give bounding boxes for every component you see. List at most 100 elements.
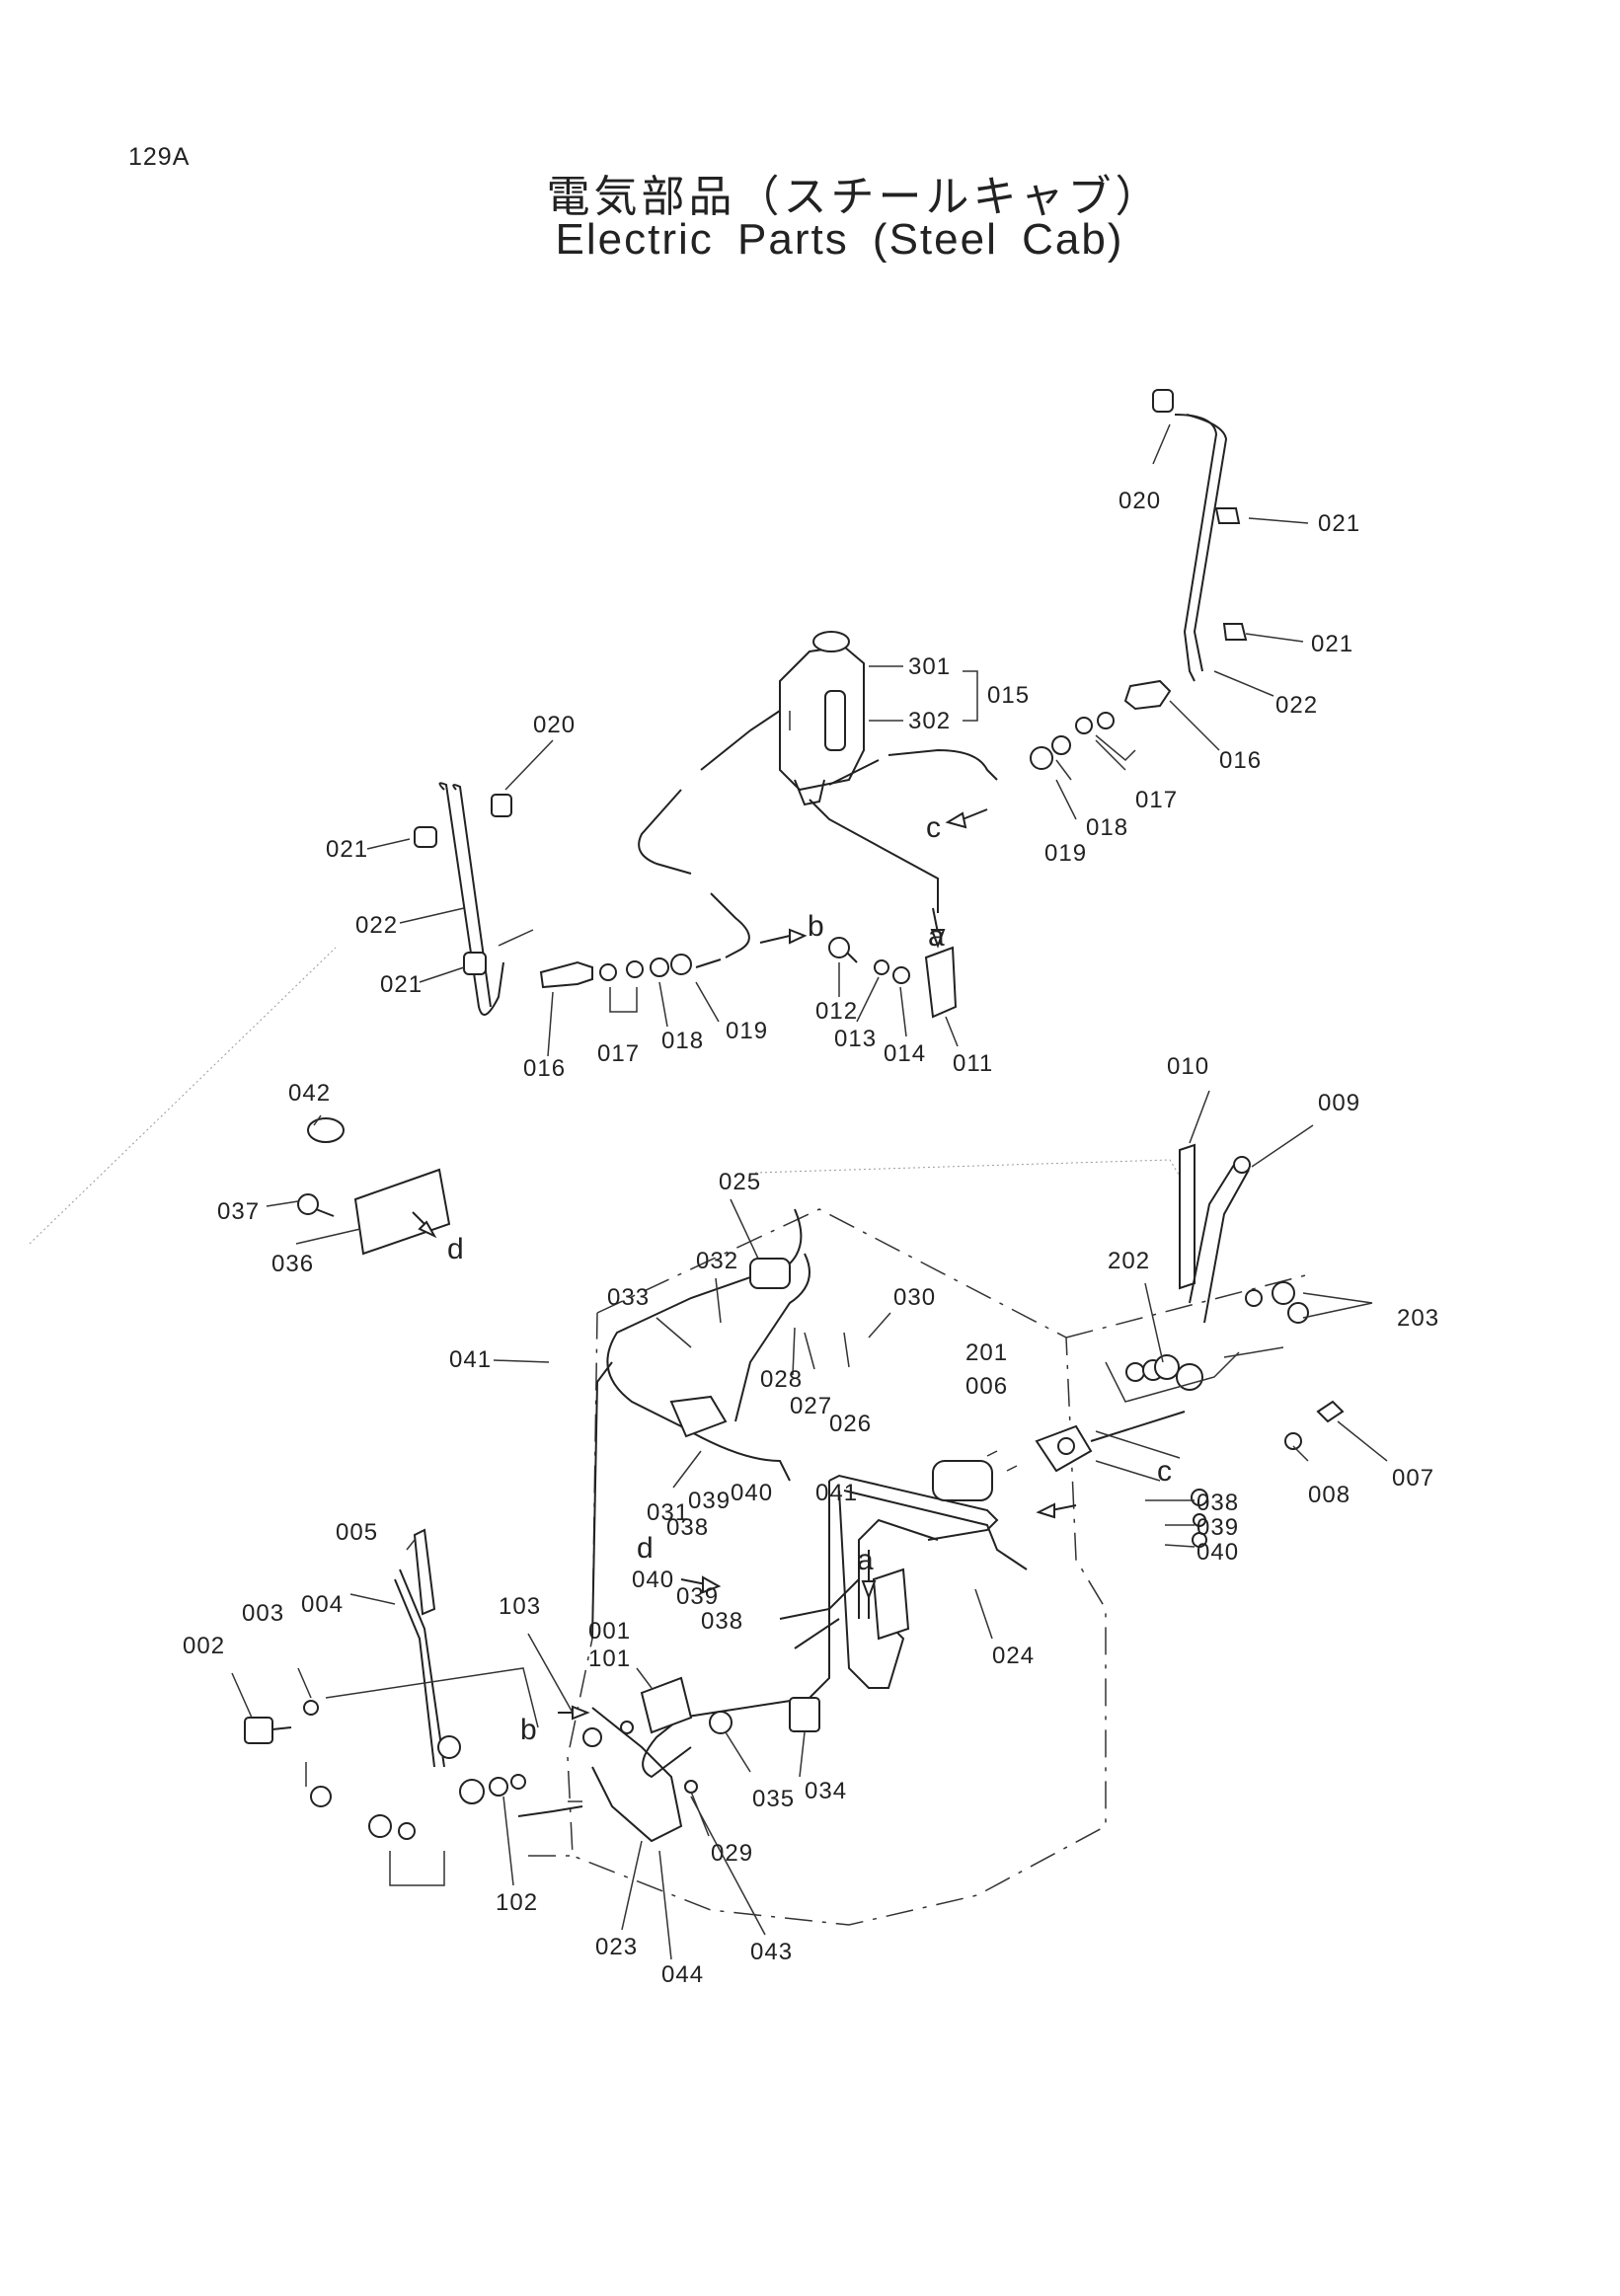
label-038: 038 xyxy=(666,1514,709,1541)
label-043: 043 xyxy=(750,1939,793,1965)
tank-cap xyxy=(812,631,850,652)
label-021: 021 xyxy=(326,836,368,863)
label-021: 021 xyxy=(1311,631,1353,657)
label-031: 031 xyxy=(647,1499,689,1526)
label-040: 040 xyxy=(731,1480,773,1506)
ref-d: d xyxy=(637,1532,654,1565)
label-007: 007 xyxy=(1392,1465,1434,1492)
label-027: 027 xyxy=(790,1393,832,1419)
label-026: 026 xyxy=(829,1411,872,1437)
label-020: 020 xyxy=(1119,488,1161,514)
washer-nozzle-right xyxy=(1123,679,1172,711)
title-english: Electric Parts (Steel Cab) xyxy=(555,215,1124,264)
label-017: 017 xyxy=(1135,787,1178,813)
label-040: 040 xyxy=(632,1567,674,1593)
label-202: 202 xyxy=(1108,1248,1150,1274)
label-008: 008 xyxy=(1308,1482,1350,1508)
page-number: 129A xyxy=(128,143,191,171)
label-029: 029 xyxy=(711,1840,753,1867)
label-018: 018 xyxy=(1086,814,1128,841)
label-039: 039 xyxy=(1196,1514,1239,1541)
label-039: 039 xyxy=(688,1488,731,1514)
nozzle-clip-left xyxy=(414,826,437,848)
ref-a: a xyxy=(857,1544,874,1576)
wiper-blade-005 xyxy=(413,1528,436,1616)
bolt-002 xyxy=(244,1717,273,1744)
label-039: 039 xyxy=(676,1583,719,1610)
label-040: 040 xyxy=(1196,1539,1239,1566)
ref-d: d xyxy=(447,1233,464,1265)
front-wiper-linkage xyxy=(568,1676,733,1843)
label-019: 019 xyxy=(726,1018,768,1044)
label-024: 024 xyxy=(992,1643,1035,1669)
label-021: 021 xyxy=(1318,510,1360,537)
label-301: 301 xyxy=(908,653,951,680)
label-020: 020 xyxy=(533,712,576,738)
label-016: 016 xyxy=(523,1055,566,1082)
part-labels: 020 021 021 022 016 017 018 019 301 302 … xyxy=(183,488,1438,1988)
label-033: 033 xyxy=(607,1284,650,1311)
label-032: 032 xyxy=(696,1248,738,1274)
label-001: 001 xyxy=(588,1618,631,1645)
label-028: 028 xyxy=(760,1366,803,1393)
washer-nozzle-left xyxy=(539,960,593,989)
right-wiper-arm xyxy=(1105,1143,1373,1548)
label-021: 021 xyxy=(380,971,423,998)
label-034: 034 xyxy=(805,1778,847,1804)
reference-letters: a a b b c c d d xyxy=(447,811,1172,1746)
relay-025 xyxy=(749,1258,791,1289)
interior-wiring xyxy=(591,1208,1028,1779)
label-302: 302 xyxy=(908,708,951,734)
label-002: 002 xyxy=(183,1633,225,1659)
label-009: 009 xyxy=(1318,1090,1360,1116)
label-015: 015 xyxy=(987,682,1030,709)
label-022: 022 xyxy=(355,912,398,939)
label-201: 201 xyxy=(965,1339,1008,1366)
label-035: 035 xyxy=(752,1786,795,1812)
washer-tank xyxy=(779,631,998,913)
label-012: 012 xyxy=(815,998,858,1025)
label-041: 041 xyxy=(815,1480,858,1506)
label-044: 044 xyxy=(661,1961,704,1988)
label-016: 016 xyxy=(1219,747,1262,774)
label-023: 023 xyxy=(595,1934,638,1960)
ref-c: c xyxy=(1157,1455,1172,1488)
left-wiper-arm xyxy=(244,1528,583,1886)
tank-bracket xyxy=(828,937,958,1019)
leader-lines xyxy=(231,423,1388,1960)
label-038: 038 xyxy=(701,1608,743,1635)
ref-b: b xyxy=(808,910,824,943)
label-036: 036 xyxy=(271,1251,314,1277)
label-011: 011 xyxy=(953,1050,993,1077)
label-010: 010 xyxy=(1167,1053,1209,1080)
ref-a: a xyxy=(928,920,945,953)
label-017: 017 xyxy=(597,1040,640,1067)
reference-arrows xyxy=(412,808,1077,1721)
left-washer-pipe-assembly xyxy=(414,710,781,1016)
label-014: 014 xyxy=(884,1040,926,1067)
label-006: 006 xyxy=(965,1373,1008,1400)
label-103: 103 xyxy=(499,1593,541,1620)
ref-c: c xyxy=(926,811,941,844)
label-102: 102 xyxy=(496,1889,538,1916)
label-025: 025 xyxy=(719,1169,761,1195)
cover-plate-036 xyxy=(297,1117,451,1256)
right-washer-pipe-assembly xyxy=(1030,389,1248,770)
label-041: 041 xyxy=(449,1346,492,1373)
label-004: 004 xyxy=(301,1591,344,1618)
label-042: 042 xyxy=(288,1080,331,1107)
grommet-034 xyxy=(789,1697,820,1732)
label-005: 005 xyxy=(336,1519,378,1546)
label-037: 037 xyxy=(217,1198,260,1225)
bracket-043 xyxy=(872,1568,910,1641)
label-101: 101 xyxy=(588,1645,631,1672)
wiper-blade-010 xyxy=(1179,1143,1196,1290)
label-030: 030 xyxy=(893,1284,936,1311)
cab-outline xyxy=(29,947,1314,1926)
label-019: 019 xyxy=(1044,840,1087,867)
title-japanese: 電気部品（スチールキャブ） xyxy=(546,172,1163,222)
nozzle-clip-upper xyxy=(491,794,512,817)
label-013: 013 xyxy=(834,1026,877,1052)
label-003: 003 xyxy=(242,1600,284,1627)
